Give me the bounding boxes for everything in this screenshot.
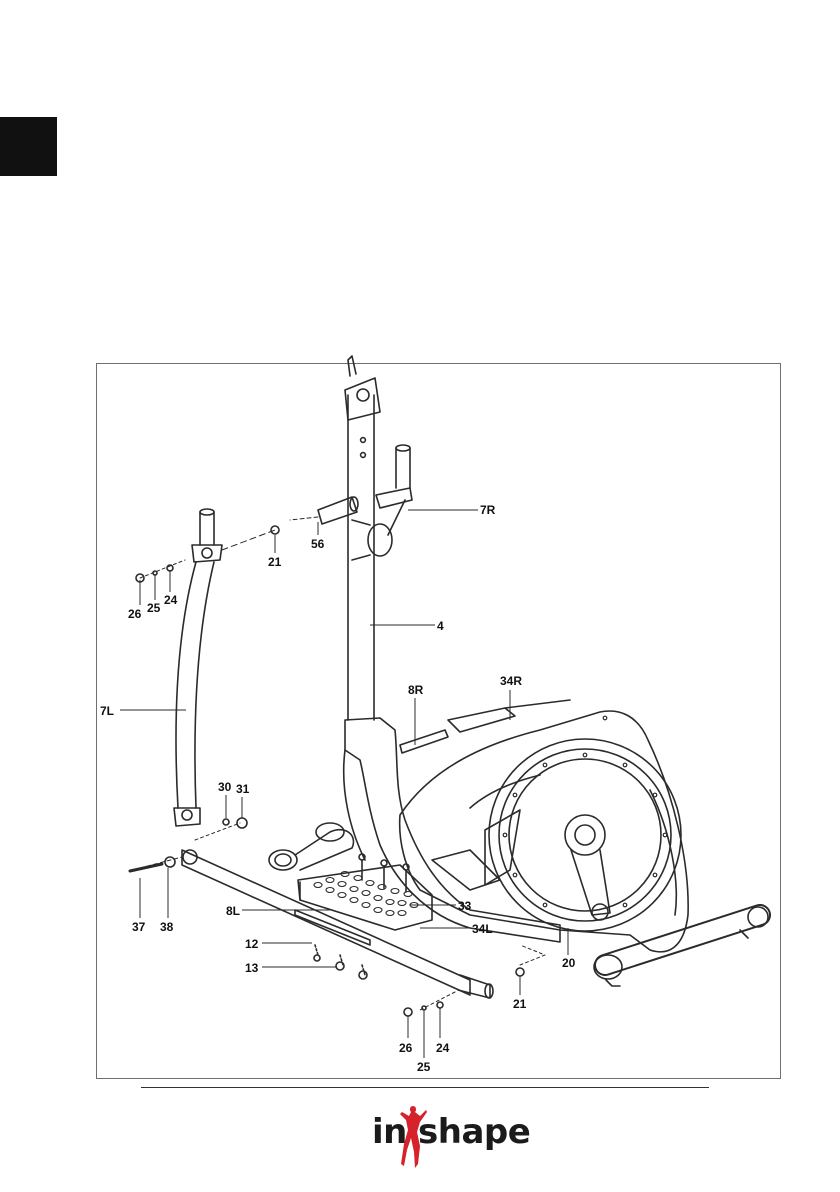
inshape-logo: in shape: [372, 1106, 512, 1176]
callout-38: 38: [160, 920, 174, 934]
logo-text-shape: shape: [418, 1112, 530, 1152]
callout-7R: 7R: [480, 503, 496, 517]
callout-26-bottom: 26: [399, 1041, 413, 1055]
callout-8L: 8L: [226, 904, 240, 918]
callout-20: 20: [562, 956, 576, 970]
callout-13: 13: [245, 961, 259, 975]
footer-divider: [141, 1087, 709, 1088]
callout-21-top: 21: [268, 555, 282, 569]
callout-21-bottom: 21: [513, 997, 527, 1011]
callout-34R: 34R: [500, 674, 522, 688]
callout-34L: 34L: [472, 922, 493, 936]
callout-4: 4: [437, 619, 444, 633]
callout-12: 12: [245, 937, 259, 951]
callout-33: 33: [458, 899, 472, 913]
callout-25-top: 25: [147, 601, 161, 615]
callout-31: 31: [236, 782, 250, 796]
callout-56: 56: [311, 537, 325, 551]
callout-24-top: 24: [164, 593, 178, 607]
callout-37: 37: [132, 920, 146, 934]
callout-26-top: 26: [128, 607, 142, 621]
callout-7L: 7L: [100, 704, 114, 718]
callout-8R: 8R: [408, 683, 424, 697]
callout-25-bottom: 25: [417, 1060, 431, 1074]
callout-24-bottom: 24: [436, 1041, 450, 1055]
callout-30: 30: [218, 780, 232, 794]
